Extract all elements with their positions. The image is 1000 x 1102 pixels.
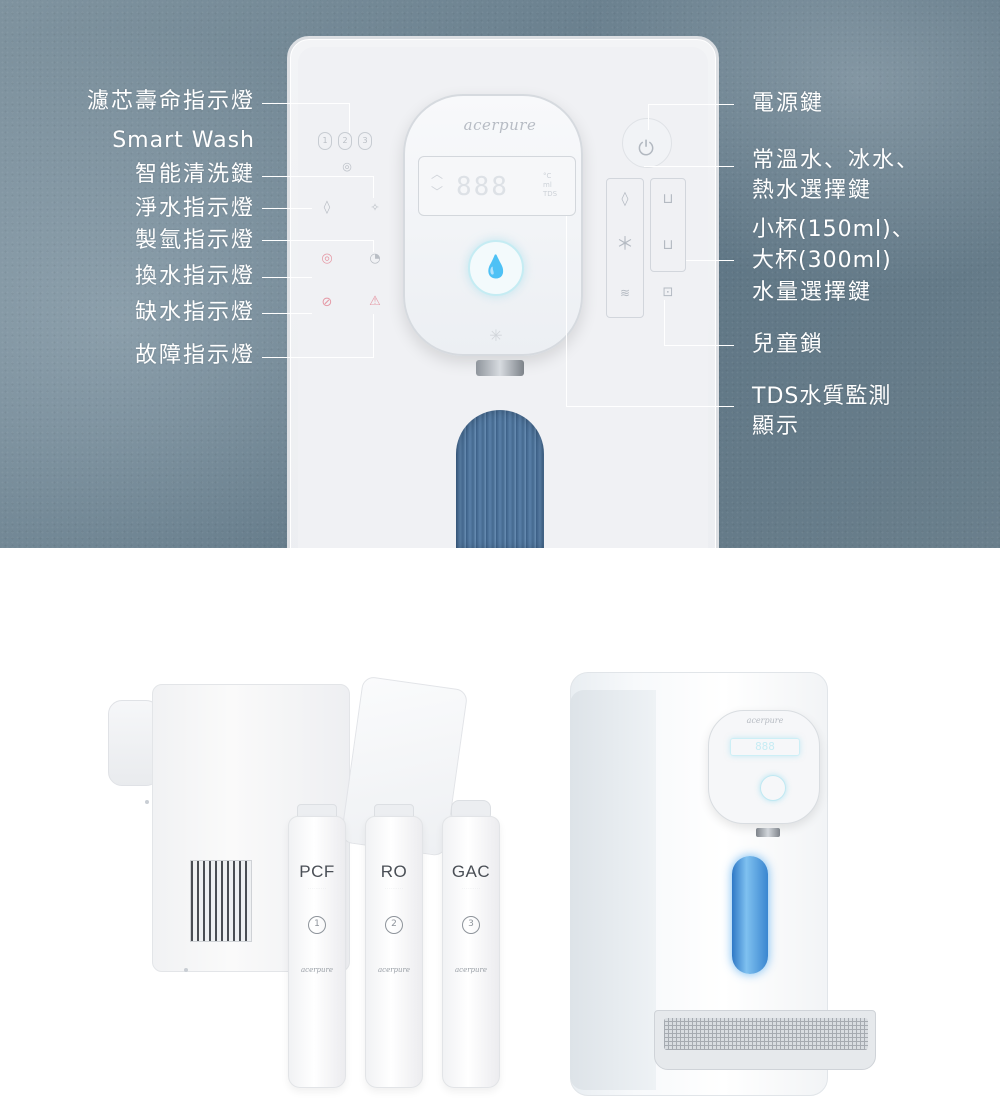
- leader-tds-v: [566, 216, 567, 407]
- leader-hydrogen-v: [373, 240, 374, 252]
- label-fault: 故障指示燈: [134, 343, 255, 368]
- purify-drop-icon: ◊: [323, 200, 331, 215]
- display-arrows: ︿﹀: [430, 167, 443, 199]
- leader-smart-wash-v: [373, 176, 374, 198]
- leader-temp: [644, 166, 734, 167]
- dispenser-brand: acerpure: [746, 716, 784, 725]
- brand-logo: acerpure: [463, 116, 537, 134]
- ro-filter-brand: acerpure: [377, 966, 411, 974]
- unit-celsius: °C: [543, 172, 552, 180]
- label-water-shortage: 缺水指示燈: [134, 300, 255, 325]
- pcf-filter-desc: · · · · · · · · · ·: [307, 886, 327, 890]
- foot-dot: [184, 968, 188, 972]
- filter-life-led-2: 2: [338, 132, 352, 150]
- filter-life-led-3: 3: [358, 132, 372, 150]
- leader-filter-life: [262, 103, 350, 104]
- dispenser-control-panel: [708, 710, 820, 824]
- label-smart-wash-en: Smart Wash: [112, 128, 255, 153]
- vent-grille: [190, 860, 252, 942]
- feature-callout-panel: 1 2 3 ◎ ◊ ✧ ◎ ◔ ⊘ ⚠ acerpure ︿﹀ 888 °C m…: [0, 0, 1000, 548]
- leader-smart-wash: [262, 176, 374, 177]
- display-digits: 888: [456, 172, 509, 202]
- large-cup-icon[interactable]: ⊔: [662, 237, 674, 253]
- label-child-lock: 兒童鎖: [752, 332, 825, 357]
- small-cup-icon[interactable]: ⊔: [662, 191, 674, 207]
- label-tds-1: TDS水質監測: [752, 384, 892, 409]
- warning-icon: ⚠: [369, 294, 381, 309]
- label-smart-wash: 智能清洗鍵: [134, 162, 255, 187]
- unit-tds: TDS: [543, 190, 558, 198]
- leader-power-v: [648, 104, 649, 130]
- dispenser-nozzle: [756, 828, 780, 837]
- foot-dot: [145, 800, 149, 804]
- pcf-filter-brand: acerpure: [300, 966, 334, 974]
- change-water-icon: ◔: [369, 251, 381, 266]
- no-water-icon: ⊘: [321, 295, 333, 310]
- leader-power: [648, 104, 734, 105]
- label-hydrogen: 製氫指示燈: [134, 228, 255, 253]
- label-volume-1: 小杯(150ml)、: [752, 217, 915, 242]
- leader-hydrogen: [262, 240, 374, 241]
- gac-filter[interactable]: [442, 816, 500, 1088]
- dispenser-screen: 888: [730, 738, 800, 756]
- gac-filter-label: GAC: [451, 862, 491, 881]
- dispenser-dispense-button[interactable]: [760, 775, 786, 801]
- control-panel: [403, 94, 583, 356]
- label-volume-2: 大杯(300ml): [752, 248, 892, 273]
- display-units: °C ml TDS: [543, 172, 569, 202]
- leader-child-lock: [664, 345, 734, 346]
- snowflake-icon: ✳: [489, 326, 503, 345]
- water-drop-icon: 💧: [482, 255, 510, 280]
- label-purify: 淨水指示燈: [134, 196, 255, 221]
- label-tds-2: 顯示: [752, 414, 801, 439]
- leader-child-lock-v: [664, 300, 665, 346]
- dispenser-tank: [732, 856, 768, 974]
- leader-fault: [262, 357, 374, 358]
- power-button[interactable]: [622, 118, 672, 168]
- gac-filter-desc: · · · · · · · · · ·: [461, 886, 481, 890]
- water-drop-icon: 2: [385, 916, 403, 934]
- leader-volume: [686, 260, 734, 261]
- label-power: 電源鍵: [752, 91, 825, 116]
- water-tank: [456, 410, 544, 548]
- pcf-filter[interactable]: [288, 816, 346, 1088]
- filter-unit-connector: [108, 700, 160, 786]
- label-filter-life: 濾芯壽命指示燈: [86, 89, 255, 114]
- dispense-button[interactable]: [468, 240, 524, 296]
- label-change-water: 換水指示燈: [134, 264, 255, 289]
- label-temp-1: 常溫水、冰水、: [752, 148, 921, 173]
- tds-display: [418, 156, 576, 216]
- snowflake-icon[interactable]: ＊: [616, 234, 634, 255]
- gac-filter-brand: acerpure: [454, 966, 488, 974]
- label-volume-3: 水量選擇鍵: [752, 280, 873, 305]
- lock-icon[interactable]: ⊡: [662, 285, 674, 300]
- leader-purify: [262, 208, 312, 209]
- temperature-buttons: [606, 178, 644, 318]
- steam-icon[interactable]: ≋: [619, 286, 631, 300]
- water-drop-icon: 1: [308, 916, 326, 934]
- leader-filter-life-v: [349, 103, 350, 133]
- leader-fault-v: [373, 314, 374, 358]
- unit-ml: ml: [543, 181, 552, 189]
- water-drop-icon: 3: [462, 916, 480, 934]
- dispenser-side: [570, 690, 656, 1090]
- sparkle-icon: ✧: [370, 201, 380, 214]
- nozzle: [476, 360, 524, 376]
- leader-water-shortage: [262, 313, 312, 314]
- pcf-filter-label: PCF: [299, 862, 335, 881]
- filter-life-led-1: 1: [318, 132, 332, 150]
- drip-tray-grid: [664, 1018, 868, 1050]
- volume-buttons: [650, 178, 686, 272]
- ro-filter-label: RO: [380, 862, 408, 881]
- smart-wash-icon[interactable]: ◎: [342, 160, 352, 173]
- label-temp-2: 熱水選擇鍵: [752, 178, 873, 203]
- filter-life-leds: 1 2 3: [316, 132, 386, 172]
- hydrogen-icon: ◎: [321, 251, 333, 266]
- leader-tds: [566, 406, 734, 407]
- leader-change-water: [262, 277, 312, 278]
- room-temp-drop-icon[interactable]: ◊: [621, 191, 629, 207]
- ro-filter-desc: · · · · · · · · · ·: [384, 886, 404, 890]
- ro-filter[interactable]: [365, 816, 423, 1088]
- power-icon: ⏻: [638, 136, 654, 160]
